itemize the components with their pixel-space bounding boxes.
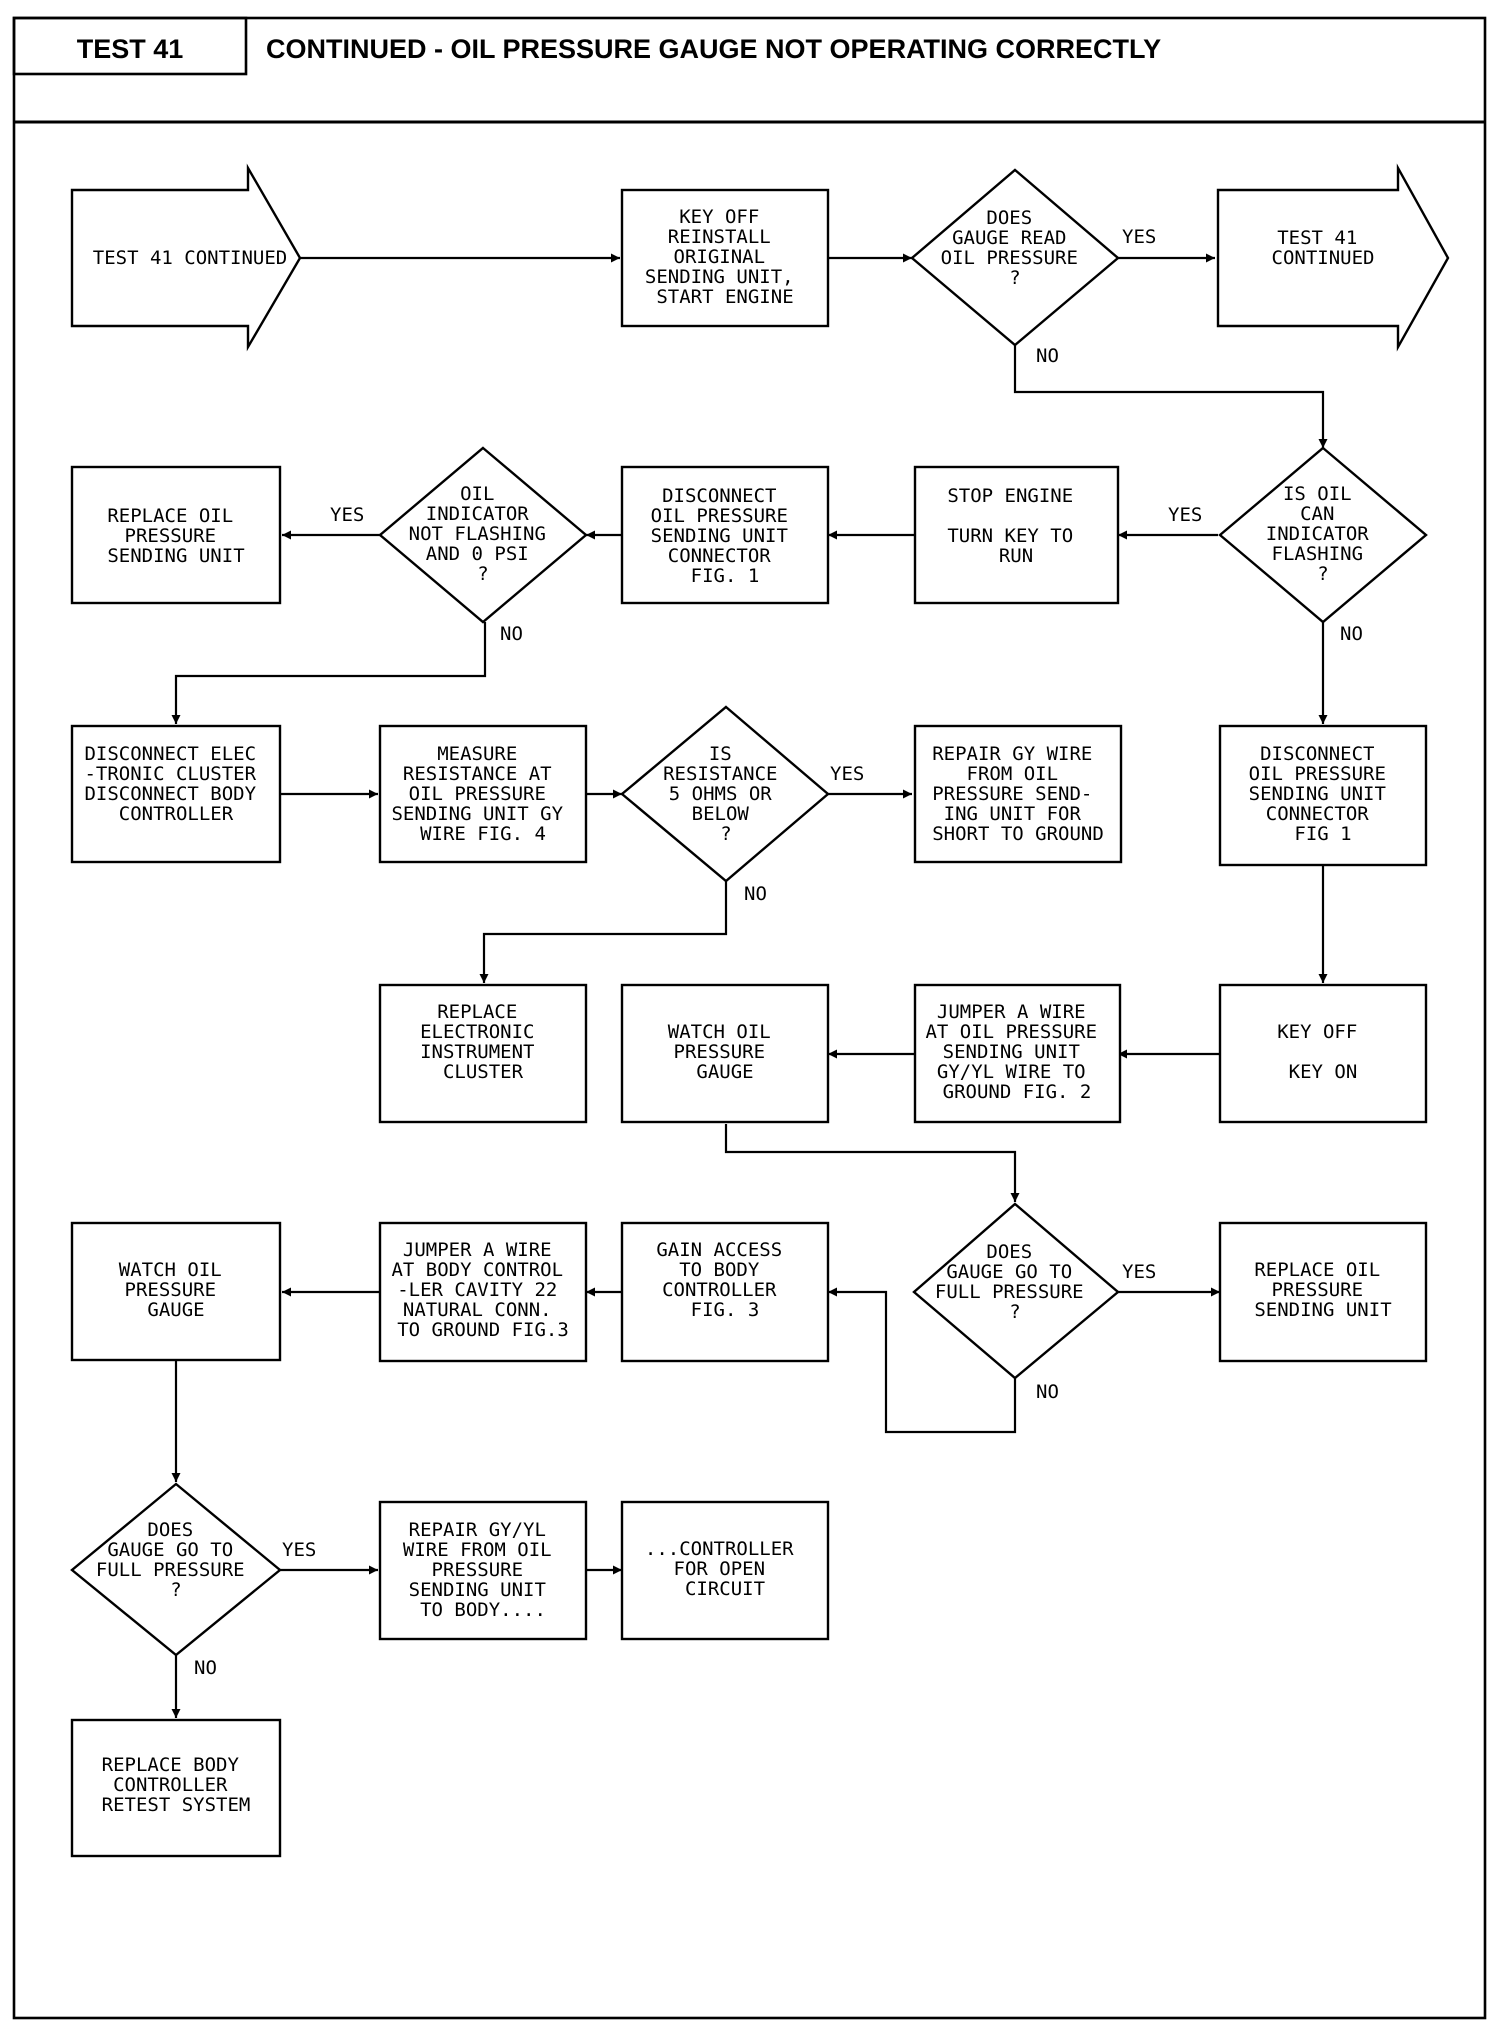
repair-gy-wire-text: REPAIR GY WIRE FROM OIL PRESSURE SEND- I… bbox=[932, 743, 1104, 845]
label-no: NO bbox=[744, 883, 767, 905]
disconnect-sending-unit-text-2: DISCONNECT OIL PRESSURE SENDING UNIT CON… bbox=[1249, 743, 1398, 845]
decision-gauge-read-text: DOES GAUGE READ OIL PRESSURE ? bbox=[941, 207, 1090, 289]
label-yes: YES bbox=[1122, 1261, 1156, 1283]
connector-lines bbox=[171, 253, 1328, 1718]
label-no: NO bbox=[500, 623, 523, 645]
decision-full-pressure-text-1: DOES GAUGE GO TO FULL PRESSURE ? bbox=[935, 1241, 1095, 1323]
start-arrow-text: TEST 41 CONTINUED bbox=[93, 247, 287, 269]
test-label-box bbox=[12, 16, 248, 76]
label-no: NO bbox=[1340, 623, 1363, 645]
decision-full-pressure-2: DOES GAUGE GO TO FULL PRESSURE ? bbox=[70, 1482, 282, 1657]
watch-gauge-text-2: WATCH OIL PRESSURE GAUGE bbox=[119, 1259, 233, 1321]
decision-not-flashing-0psi-text: OIL INDICATOR NOT FLASHING AND 0 PSI ? bbox=[409, 483, 558, 585]
repair-gyyl-wire-box: REPAIR GY/YL WIRE FROM OIL PRESSURE SEND… bbox=[378, 1500, 588, 1641]
replace-body-controller-text: REPLACE BODY CONTROLLER RETEST SYSTEM bbox=[102, 1754, 251, 1816]
decision-oil-can-flashing: IS OIL CAN INDICATOR FLASHING ? bbox=[1218, 446, 1428, 624]
disconnect-cluster-box: DISCONNECT ELEC -TRONIC CLUSTER DISCONNE… bbox=[70, 724, 282, 864]
continue-arrow-text: TEST 41 CONTINUED bbox=[1272, 227, 1375, 269]
label-no: NO bbox=[194, 1657, 217, 1679]
page-title: CONTINUED - OIL PRESSURE GAUGE NOT OPERA… bbox=[266, 34, 1161, 64]
replace-sending-unit-box-1: REPLACE OIL PRESSURE SENDING UNIT bbox=[70, 465, 282, 605]
key-off-reinstall-box: KEY OFF REINSTALL ORIGINAL SENDING UNIT,… bbox=[620, 188, 830, 328]
stop-engine-box: STOP ENGINE TURN KEY TO RUN bbox=[913, 465, 1120, 605]
key-off-on-text: KEY OFF KEY ON bbox=[1277, 1021, 1369, 1083]
label-yes: YES bbox=[830, 763, 864, 785]
disconnect-sending-unit-box-2: DISCONNECT OIL PRESSURE SENDING UNIT CON… bbox=[1218, 724, 1428, 867]
label-no: NO bbox=[1036, 345, 1059, 367]
disconnect-sending-unit-box-1: DISCONNECT OIL PRESSURE SENDING UNIT CON… bbox=[620, 465, 830, 605]
controller-open-circuit-box: ...CONTROLLER FOR OPEN CIRCUIT bbox=[620, 1500, 830, 1641]
measure-resistance-box: MEASURE RESISTANCE AT OIL PRESSURE SENDI… bbox=[378, 724, 588, 864]
jumper-gyyl-box: JUMPER A WIRE AT OIL PRESSURE SENDING UN… bbox=[913, 983, 1122, 1124]
label-yes: YES bbox=[282, 1539, 316, 1561]
jumper-body-text: JUMPER A WIRE AT BODY CONTROL -LER CAVIT… bbox=[391, 1239, 574, 1341]
decision-gauge-read-oil-pressure: DOES GAUGE READ OIL PRESSURE ? bbox=[910, 168, 1120, 347]
replace-sending-unit-text-1: REPLACE OIL PRESSURE SENDING UNIT bbox=[107, 505, 244, 567]
key-off-on-box: KEY OFF KEY ON bbox=[1218, 983, 1428, 1124]
measure-resistance-text: MEASURE RESISTANCE AT OIL PRESSURE SENDI… bbox=[391, 743, 574, 845]
gain-access-text: GAIN ACCESS TO BODY CONTROLLER FIG. 3 bbox=[656, 1239, 793, 1321]
label-yes: YES bbox=[1168, 504, 1202, 526]
replace-cluster-text: REPLACE ELECTRONIC INSTRUMENT CLUSTER bbox=[420, 1001, 546, 1083]
replace-sending-unit-box-2: REPLACE OIL PRESSURE SENDING UNIT bbox=[1218, 1221, 1428, 1363]
watch-gauge-box-2: WATCH OIL PRESSURE GAUGE bbox=[70, 1221, 282, 1362]
watch-gauge-text-1: WATCH OIL PRESSURE GAUGE bbox=[668, 1021, 782, 1083]
decision-not-flashing-0psi: OIL INDICATOR NOT FLASHING AND 0 PSI ? bbox=[378, 446, 588, 624]
test-label: TEST 41 bbox=[77, 34, 184, 64]
replace-cluster-box: REPLACE ELECTRONIC INSTRUMENT CLUSTER bbox=[378, 983, 588, 1124]
decision-resistance-text: IS RESISTANCE 5 OHMS OR BELOW ? bbox=[663, 743, 789, 845]
watch-gauge-box-1: WATCH OIL PRESSURE GAUGE bbox=[620, 983, 830, 1124]
continue-arrow: TEST 41 CONTINUED bbox=[1216, 163, 1450, 352]
label-yes: YES bbox=[330, 504, 364, 526]
gain-access-box: GAIN ACCESS TO BODY CONTROLLER FIG. 3 bbox=[620, 1221, 830, 1363]
key-off-reinstall-text: KEY OFF REINSTALL ORIGINAL SENDING UNIT,… bbox=[645, 206, 805, 308]
decision-oil-can-flashing-text: IS OIL CAN INDICATOR FLASHING ? bbox=[1266, 483, 1380, 585]
replace-body-controller-box: REPLACE BODY CONTROLLER RETEST SYSTEM bbox=[70, 1718, 282, 1858]
jumper-gyyl-text: JUMPER A WIRE AT OIL PRESSURE SENDING UN… bbox=[925, 1001, 1108, 1103]
repair-gyyl-wire-text: REPAIR GY/YL WIRE FROM OIL PRESSURE SEND… bbox=[403, 1519, 563, 1621]
label-yes: YES bbox=[1122, 226, 1156, 248]
disconnect-sending-unit-text-1: DISCONNECT OIL PRESSURE SENDING UNIT CON… bbox=[651, 485, 800, 587]
jumper-body-box: JUMPER A WIRE AT BODY CONTROL -LER CAVIT… bbox=[378, 1221, 588, 1363]
stop-engine-text: STOP ENGINE TURN KEY TO RUN bbox=[947, 485, 1084, 567]
controller-open-circuit-text: ...CONTROLLER FOR OPEN CIRCUIT bbox=[645, 1538, 805, 1600]
decision-full-pressure-1: DOES GAUGE GO TO FULL PRESSURE ? bbox=[912, 1202, 1120, 1380]
disconnect-cluster-text: DISCONNECT ELEC -TRONIC CLUSTER DISCONNE… bbox=[84, 743, 267, 825]
replace-sending-unit-text-2: REPLACE OIL PRESSURE SENDING UNIT bbox=[1254, 1259, 1391, 1321]
start-arrow: TEST 41 CONTINUED bbox=[70, 163, 302, 352]
repair-gy-wire-box: REPAIR GY WIRE FROM OIL PRESSURE SEND- I… bbox=[913, 724, 1123, 864]
page-border bbox=[12, 16, 1487, 2020]
decision-resistance: IS RESISTANCE 5 OHMS OR BELOW ? bbox=[620, 705, 830, 883]
decision-full-pressure-text-2: DOES GAUGE GO TO FULL PRESSURE ? bbox=[96, 1519, 256, 1601]
label-no: NO bbox=[1036, 1381, 1059, 1403]
